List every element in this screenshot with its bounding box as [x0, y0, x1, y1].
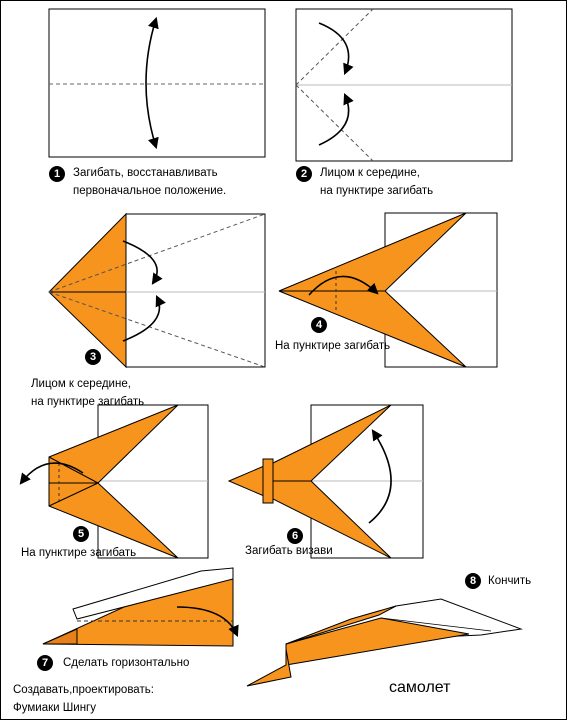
- credits-line-2: Фумиаки Шингу: [13, 702, 96, 714]
- step-2-badge: 2: [296, 166, 312, 182]
- result-label: самолет: [389, 679, 451, 696]
- step-5-caption: На пунктире загибать: [21, 547, 137, 559]
- step-4-badge: 4: [311, 317, 327, 333]
- step-3-fold-line-top: [48, 213, 266, 293]
- step-7-fold-arrow: [176, 606, 239, 638]
- step-1-caption-line-1: Загибать, восстанавливать: [73, 167, 218, 179]
- step-3-caption-line-1: Лицом к середине,: [31, 378, 131, 390]
- step-3-caption-line-2: на пунктире загибать: [31, 396, 145, 408]
- step-6-bottom-wing: [272, 480, 392, 559]
- step-3-fold-line-bottom: [48, 291, 266, 368]
- step-8-badge: 8: [465, 573, 481, 589]
- step-1-paper: [48, 8, 266, 158]
- step-8-finished-plane: [246, 598, 523, 687]
- step-2-caption: Лицом к середине, на пунктире загибать: [320, 164, 433, 200]
- step-1-badge: 1: [49, 166, 65, 182]
- step-1-diagram: [48, 8, 266, 158]
- step-3-folded-flaps: [48, 212, 127, 369]
- step-7-nose: [42, 628, 78, 645]
- step-2-arrow-bottom: [318, 92, 354, 146]
- step-6-caption: Загибать визави: [245, 545, 333, 557]
- step-7-top-edge: [72, 567, 234, 620]
- step-5-flap-edge-top: [48, 456, 99, 484]
- step-4-caption: На пунктире загибать: [275, 340, 391, 352]
- step-8-caption: Кончить: [488, 575, 532, 587]
- step-6-badge: 6: [287, 528, 303, 544]
- finished-plane-crease: [380, 617, 492, 632]
- step-2-caption-line-2: на пунктире загибать: [320, 185, 434, 197]
- step-2-caption-line-1: Лицом к середине,: [320, 167, 420, 179]
- step-6-fold-arrow: [368, 429, 392, 524]
- step-4-diagram: [278, 212, 498, 368]
- step-4-bottom-wing: [278, 290, 467, 368]
- step-7-caption: Сделать горизонтально: [63, 657, 190, 669]
- step-4-fold-arrow: [308, 275, 379, 296]
- step-6-nose-fold: [262, 458, 274, 504]
- step-3-paper: [125, 213, 266, 368]
- step-5-bottom-wing: [48, 482, 179, 559]
- step-1-caption-line-2: первоначальное положение.: [73, 185, 227, 197]
- step-5-badge: 5: [73, 526, 89, 542]
- step-6-diagram: [227, 404, 424, 559]
- finished-plane-keel: [246, 648, 292, 687]
- step-3-diagram: [48, 212, 266, 369]
- step-1-caption: Загибать, восстанавливать первоначальное…: [73, 164, 226, 200]
- credits-line-1: Создавать,проектировать:: [13, 684, 154, 696]
- step-3-caption: Лицом к середине, на пунктире загибать: [31, 375, 144, 411]
- step-7-diagram: [42, 567, 239, 647]
- step-5-diagram: [19, 404, 209, 559]
- step-3-arrow-top: [122, 240, 163, 285]
- step-2-arrow-top: [318, 22, 354, 76]
- step-3-badge: 3: [85, 349, 101, 365]
- step-5-fold-arrow: [19, 462, 84, 485]
- step-7-badge: 7: [37, 655, 53, 671]
- step-2-diagram: [295, 8, 513, 162]
- step-3-arrow-bottom: [122, 294, 166, 342]
- finished-plane-upper-edge: [285, 605, 397, 645]
- credits: Создавать,проектировать: Фумиаки Шингу: [13, 681, 154, 717]
- step-5-flap-edge-bottom: [48, 482, 99, 507]
- step-1-fold-arrow: [145, 16, 159, 150]
